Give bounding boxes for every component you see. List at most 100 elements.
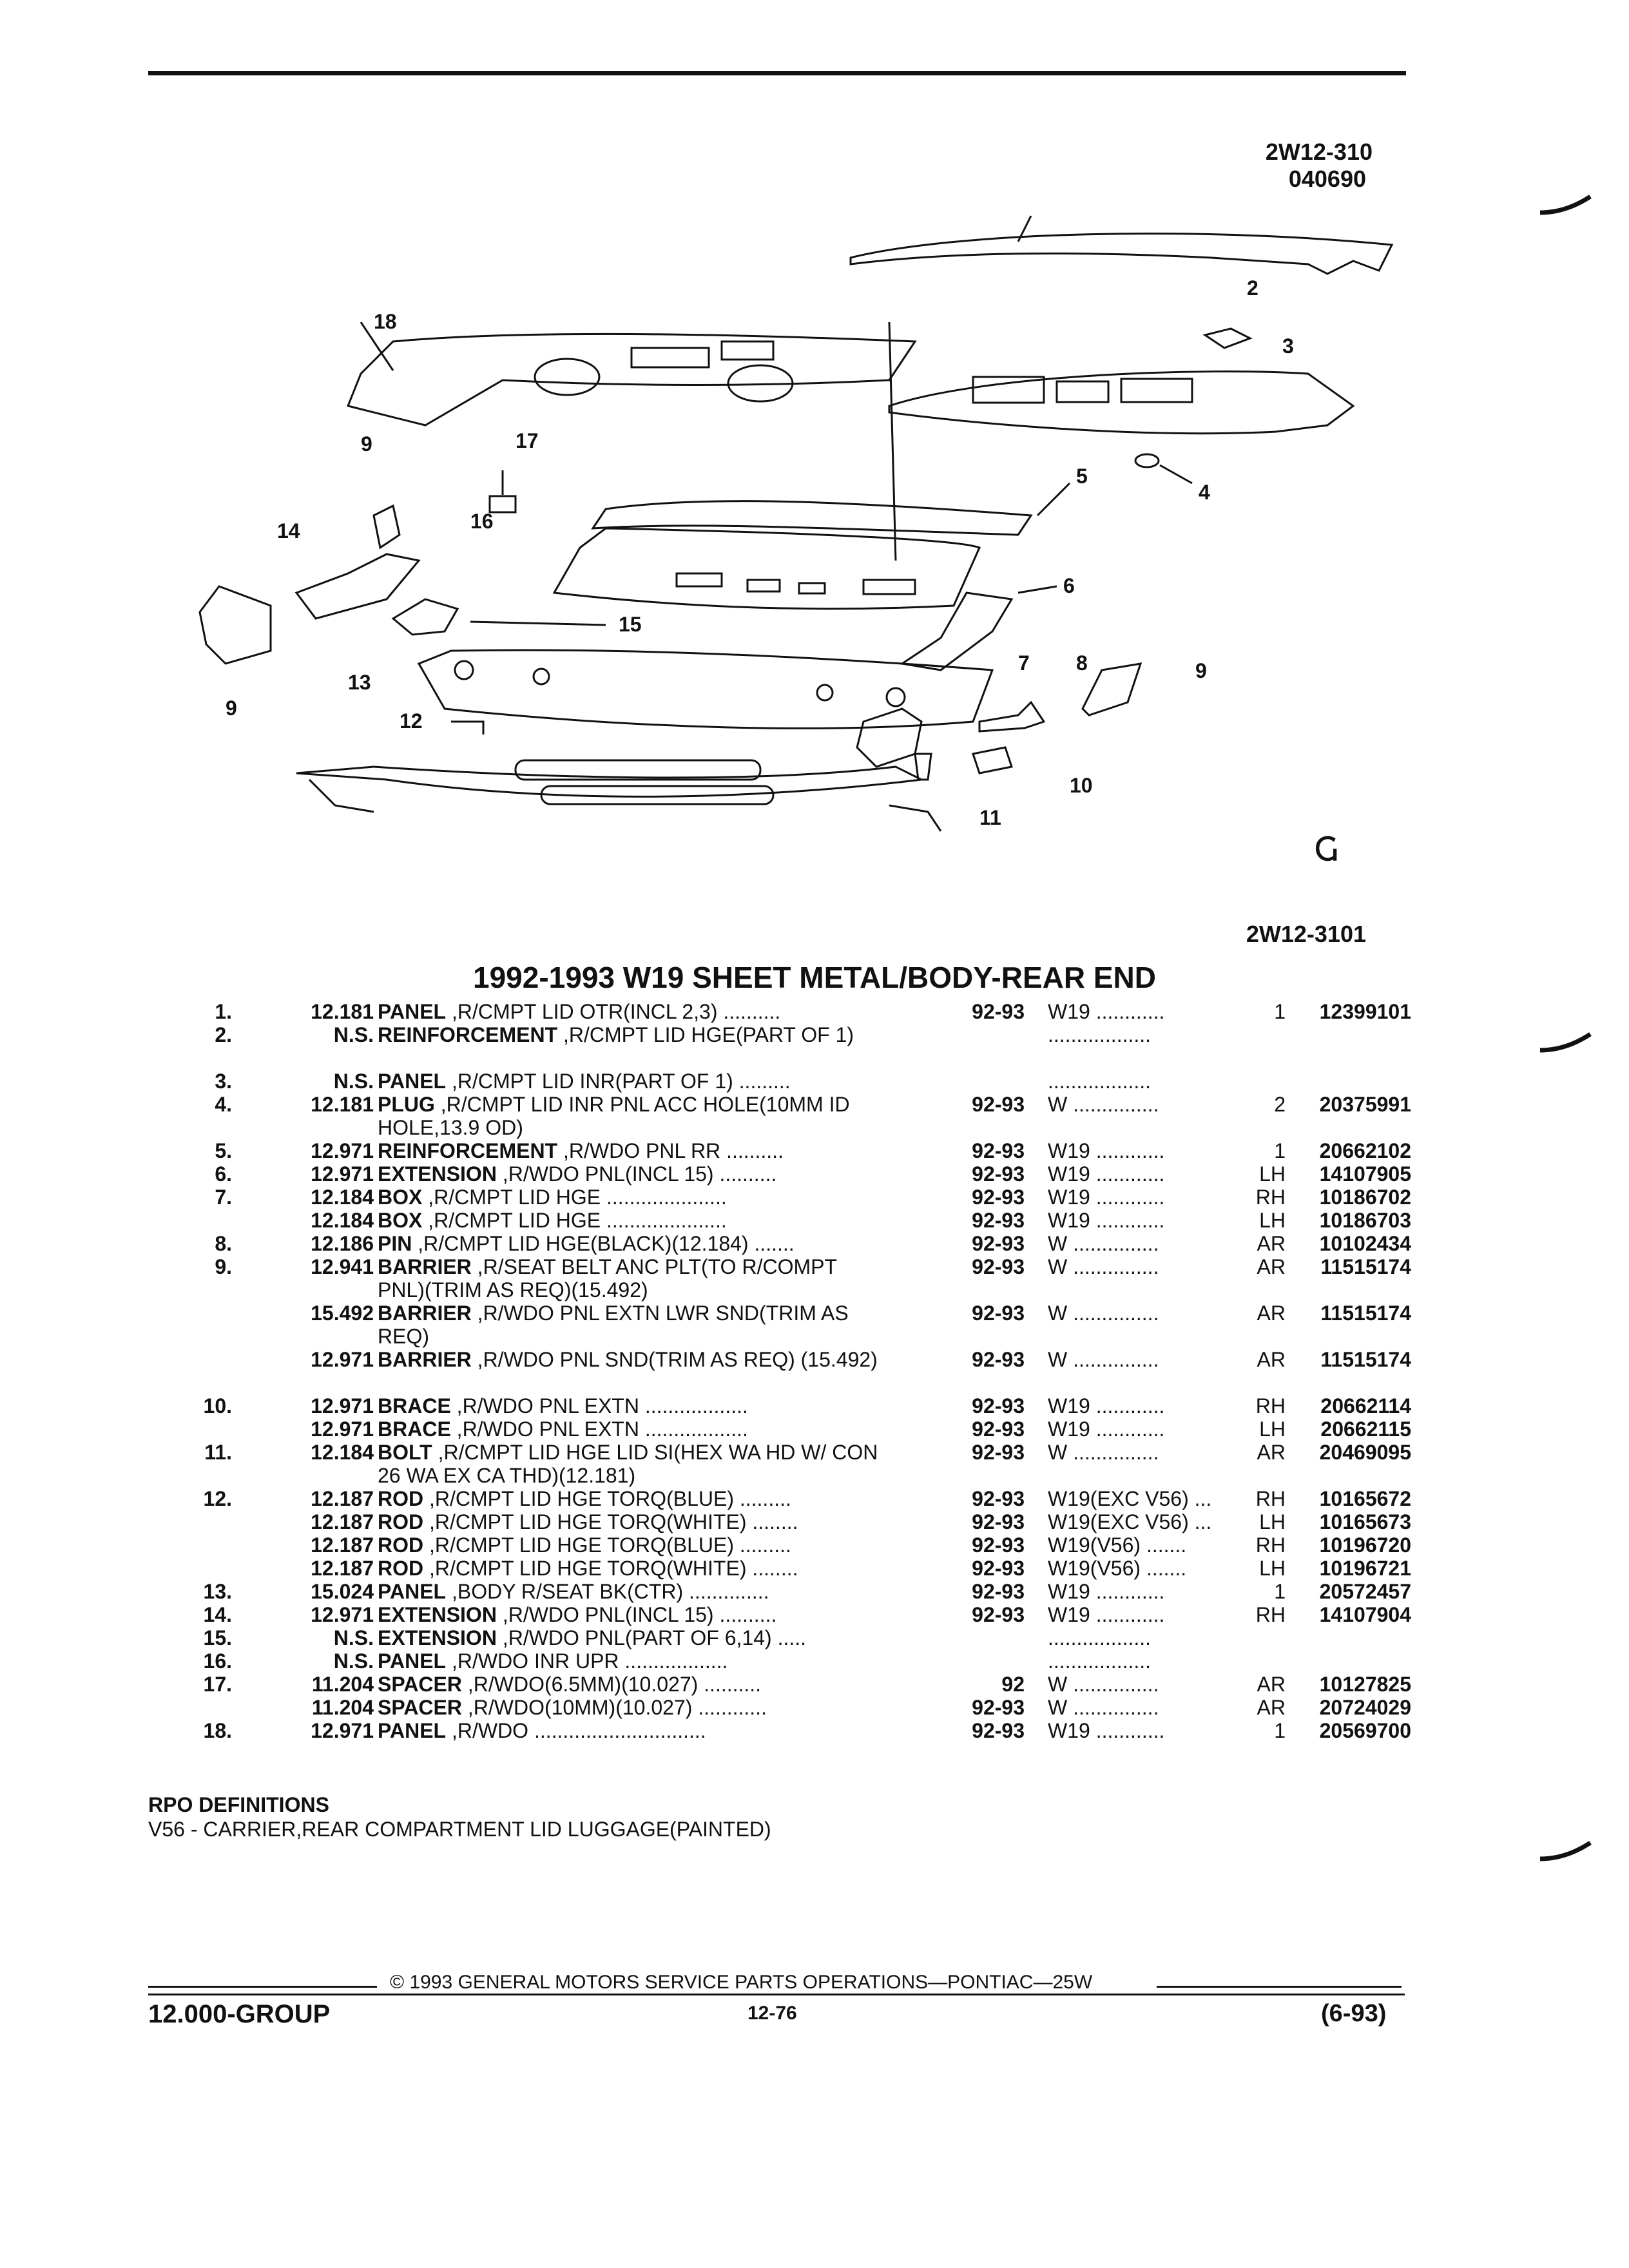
part-detail: ,R/CMPT LID HGE TORQ(BLUE) xyxy=(423,1533,734,1557)
part-description: SPACER ,R/WDO(6.5MM)(10.027) .......... xyxy=(378,1673,880,1696)
part-detail: ,R/WDO(10MM)(10.027) xyxy=(461,1696,693,1719)
part-name: PIN xyxy=(378,1232,412,1255)
usage-code: W ............... xyxy=(1048,1255,1159,1278)
part-name: ROD xyxy=(378,1557,424,1580)
item-number: 1. xyxy=(215,1000,232,1023)
catalog-number: 15.492 xyxy=(311,1302,374,1325)
binder-mark-icon xyxy=(1540,1032,1592,1053)
callout-10: 10 xyxy=(1070,774,1093,797)
usage-code: W ............... xyxy=(1048,1093,1159,1116)
catalog-number: 11.204 xyxy=(311,1673,374,1696)
part-number: 20469095 xyxy=(1319,1441,1411,1464)
part-detail: ,R/WDO PNL SND(TRIM AS REQ) (15.492) xyxy=(471,1348,878,1371)
model-years: 92-93 xyxy=(972,1487,1025,1510)
part-number: 10127825 xyxy=(1319,1673,1411,1696)
leader-dots: .......... xyxy=(720,1139,784,1162)
quantity: 1 xyxy=(1274,1000,1286,1023)
window-sound-barrier-left xyxy=(198,585,272,665)
usage-code: W19 ............ xyxy=(1048,1139,1165,1162)
lid-hinge-reinforcement xyxy=(1202,327,1253,349)
leader-dots: ....... xyxy=(748,1232,795,1255)
leader-dots: ......... xyxy=(733,1533,791,1557)
part-detail: ,R/WDO PNL(INCL 15) xyxy=(496,1603,714,1626)
item-number: 11. xyxy=(204,1441,232,1464)
usage-code: W19 ............ xyxy=(1048,1209,1165,1232)
usage-code: W19 ............ xyxy=(1048,1418,1165,1441)
item-number: 3. xyxy=(215,1070,232,1093)
part-description: PIN ,R/CMPT LID HGE(BLACK)(12.184) .....… xyxy=(378,1232,880,1255)
model-years: 92-93 xyxy=(972,1394,1025,1418)
callout-11: 11 xyxy=(979,806,1001,829)
leader-dots: .......... xyxy=(713,1603,777,1626)
lid-hinge-box xyxy=(856,707,923,768)
part-number: 20569700 xyxy=(1319,1719,1411,1742)
callout-8: 8 xyxy=(1076,651,1088,675)
catalog-number: 12.184 xyxy=(311,1209,374,1232)
quantity: RH xyxy=(1255,1487,1286,1510)
seat-belt-barrier-left xyxy=(372,504,401,550)
usage-code: W19 ............ xyxy=(1048,1394,1165,1418)
part-name: BOX xyxy=(378,1209,423,1232)
usage-code: .................. xyxy=(1048,1649,1152,1673)
hinge-bolt xyxy=(914,753,932,781)
table-row: 2.N.S...................REINFORCEMENT ,R… xyxy=(148,1023,1411,1070)
part-detail: ,R/CMPT LID HGE TORQ(WHITE) xyxy=(423,1510,747,1533)
catalog-number: 12.971 xyxy=(311,1139,374,1162)
part-name: REINFORCEMENT xyxy=(378,1023,558,1046)
leader-dots: .................. xyxy=(639,1418,748,1441)
usage-code: W ............... xyxy=(1048,1696,1159,1719)
model-years: 92-93 xyxy=(972,1510,1025,1533)
part-name: ROD xyxy=(378,1510,424,1533)
item-number: 4. xyxy=(215,1093,232,1116)
table-row: 16.N.S...................PANEL ,R/WDO IN… xyxy=(148,1649,1411,1673)
callout-18: 18 xyxy=(374,310,397,333)
leader-dots: ........ xyxy=(746,1510,798,1533)
part-name: BOX xyxy=(378,1186,423,1209)
catalog-number: 12.181 xyxy=(311,1000,374,1023)
part-detail: ,R/WDO PNL EXTN LWR SND(TRIM AS REQ) xyxy=(378,1302,849,1348)
window-inner-upper-panel xyxy=(552,527,981,610)
callout-17: 17 xyxy=(516,429,539,452)
callout-7: 7 xyxy=(1018,651,1030,675)
callout-15: 15 xyxy=(619,613,642,636)
usage-code: W19(V56) ....... xyxy=(1048,1557,1187,1580)
part-detail: ,R/WDO PNL RR xyxy=(557,1139,721,1162)
item-number: 12. xyxy=(203,1487,232,1510)
part-detail: ,R/CMPT LID HGE xyxy=(422,1186,601,1209)
model-years: 92-93 xyxy=(972,1348,1025,1371)
quantity: LH xyxy=(1259,1162,1286,1186)
part-description: BOX ,R/CMPT LID HGE ....................… xyxy=(378,1209,880,1232)
model-years: 92-93 xyxy=(972,1093,1025,1116)
usage-code: W19(EXC V56) ... xyxy=(1048,1487,1212,1510)
window-panel-reinforcement xyxy=(591,500,1033,536)
catalog-number: N.S. xyxy=(333,1023,374,1046)
part-name: BOLT xyxy=(378,1441,432,1464)
callout-3: 3 xyxy=(1282,334,1294,358)
window-spacer xyxy=(488,495,517,514)
catalog-number: N.S. xyxy=(333,1070,374,1093)
catalog-number: 12.971 xyxy=(311,1162,374,1186)
callout-4: 4 xyxy=(1199,481,1210,504)
usage-code: W ............... xyxy=(1048,1348,1159,1371)
part-detail: ,R/CMPT LID INR PNL ACC HOLE(10MM ID HOL… xyxy=(378,1093,850,1139)
model-years: 92-93 xyxy=(972,1603,1025,1626)
catalog-number: 12.971 xyxy=(311,1418,374,1441)
quantity: AR xyxy=(1257,1232,1286,1255)
page-number: 12-76 xyxy=(747,2003,797,2024)
catalog-number: 12.971 xyxy=(311,1603,374,1626)
catalog-number: 15.024 xyxy=(311,1580,374,1603)
part-description: ROD ,R/CMPT LID HGE TORQ(WHITE) ........ xyxy=(378,1510,880,1533)
quantity: AR xyxy=(1257,1255,1286,1278)
callout-12: 12 xyxy=(400,709,423,733)
quantity: RH xyxy=(1255,1394,1286,1418)
quantity: RH xyxy=(1255,1186,1286,1209)
leader-dots: ......... xyxy=(733,1487,791,1510)
binder-mark-icon xyxy=(1540,1841,1592,1861)
binder-mark-icon xyxy=(1540,195,1592,215)
